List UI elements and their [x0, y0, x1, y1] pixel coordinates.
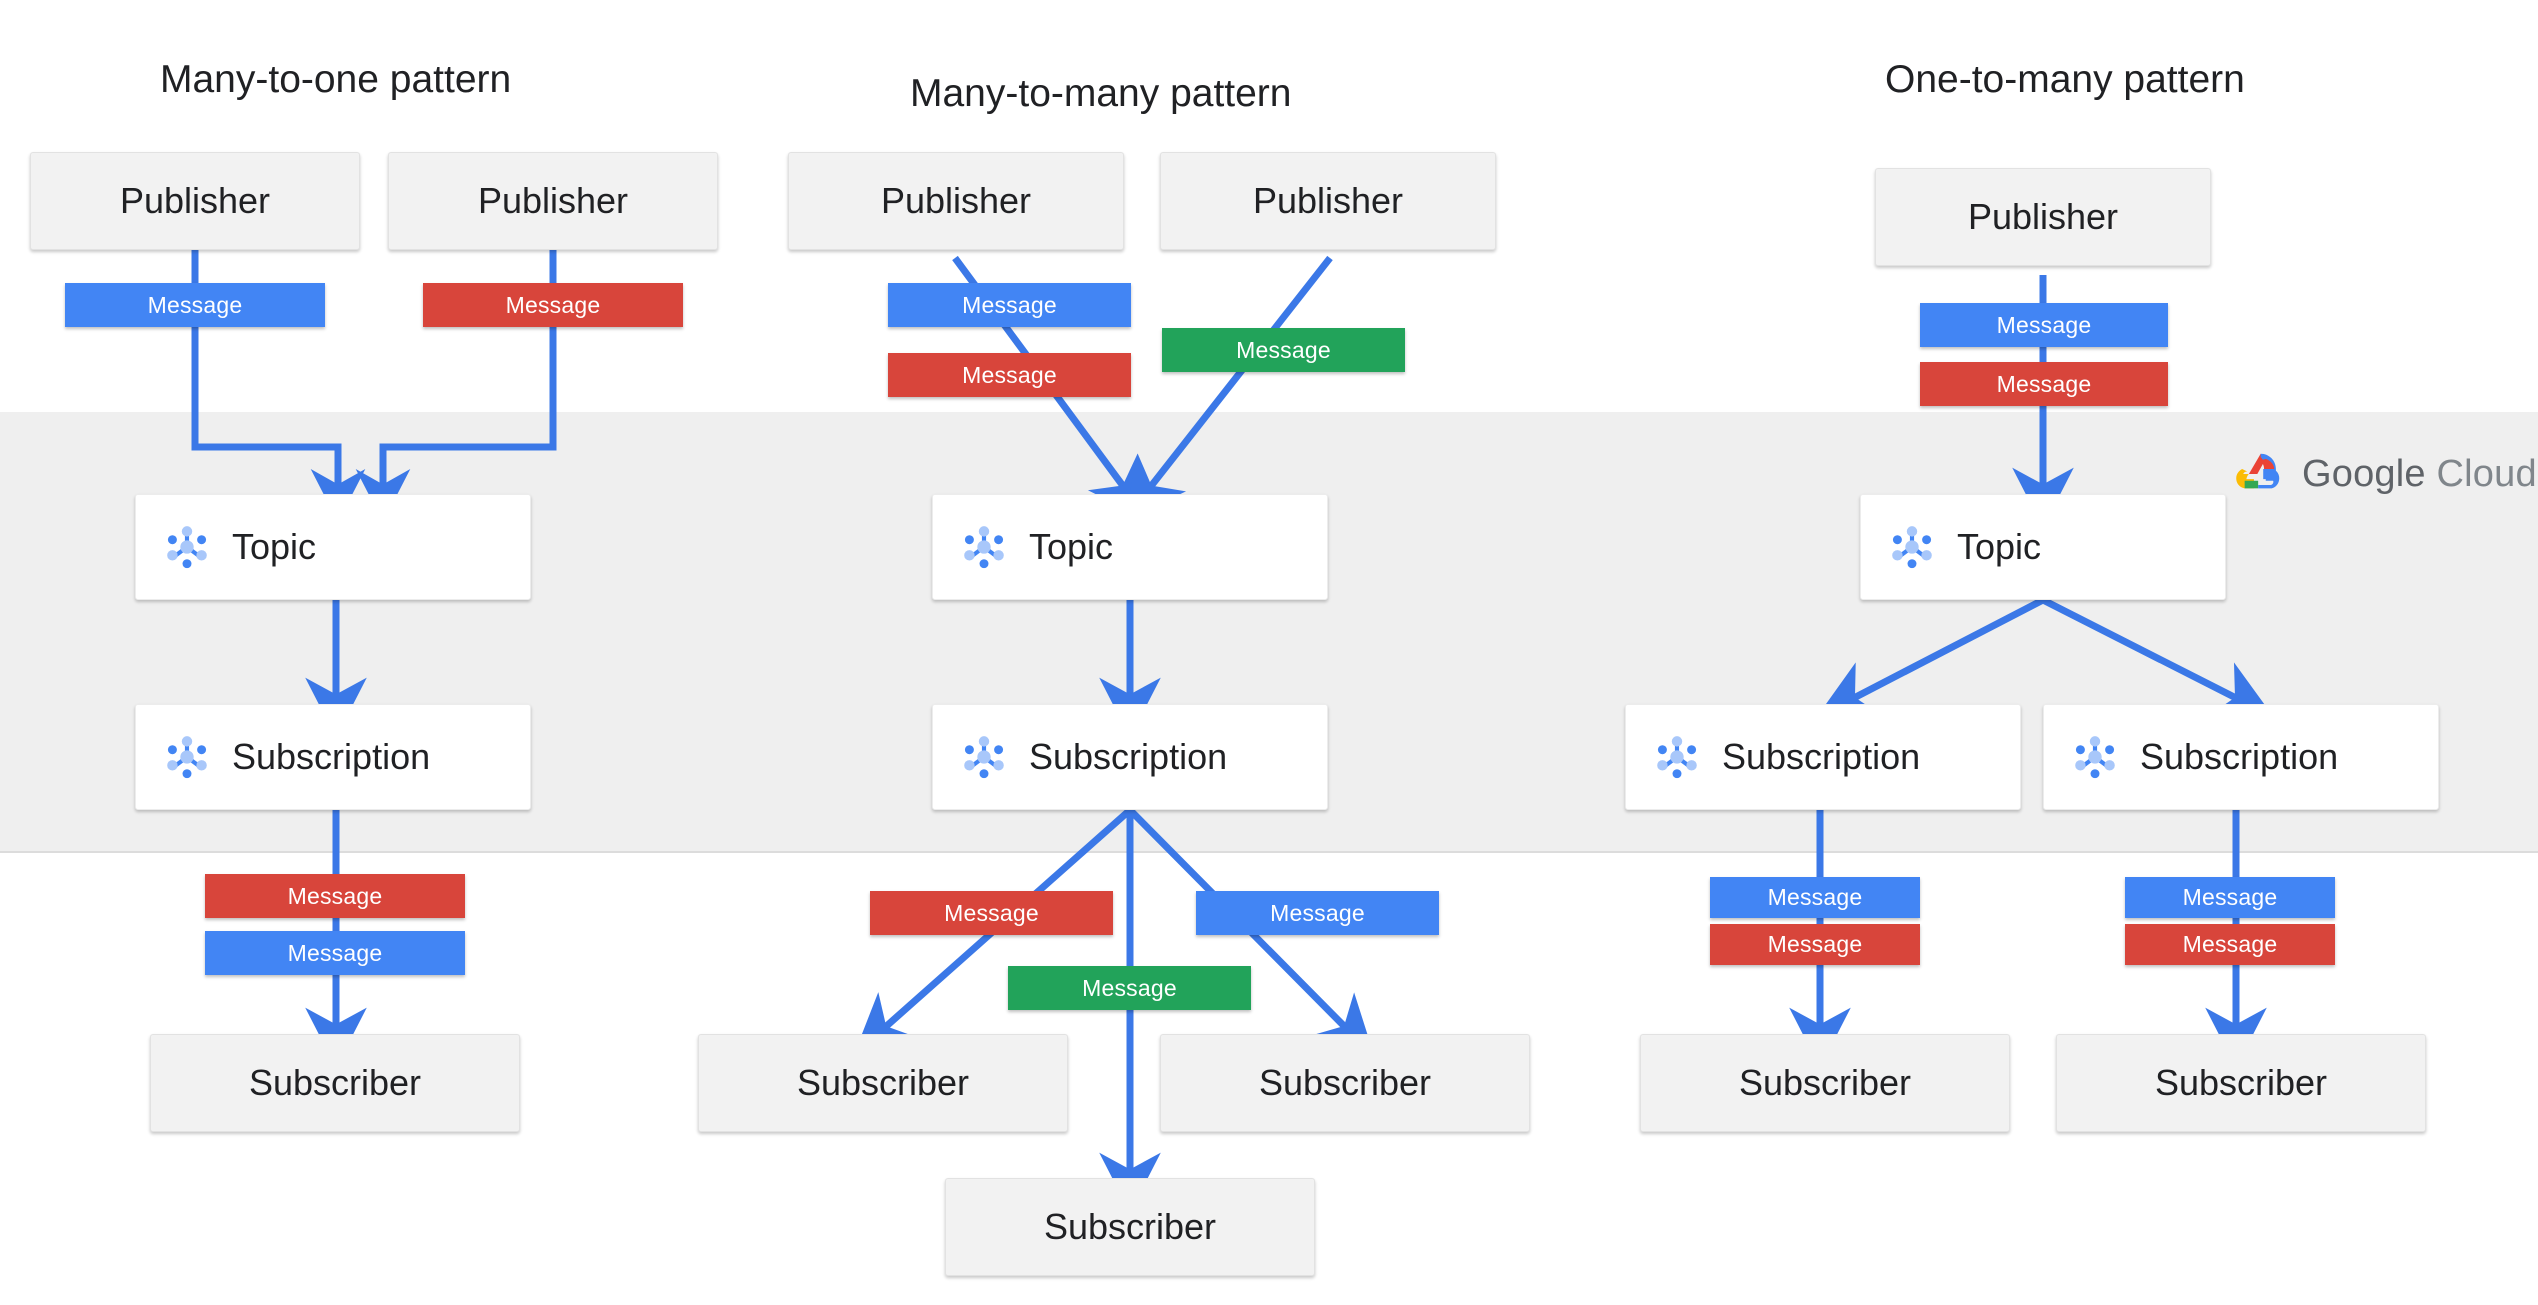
publisher-box[interactable]: Publisher	[788, 152, 1124, 250]
message-chip[interactable]: Message	[888, 353, 1131, 397]
node-label: Publisher	[477, 180, 629, 221]
subscriber-box[interactable]: Subscriber	[1640, 1034, 2010, 1132]
message-label: Message	[1767, 931, 1863, 957]
subscription-box[interactable]: Subscription	[135, 704, 531, 810]
message-chip[interactable]: Message	[205, 931, 465, 975]
node-label: Publisher	[880, 180, 1032, 221]
subscriber-box[interactable]: Subscriber	[2056, 1034, 2426, 1132]
pattern-title-many-to-one: Many-to-one pattern	[160, 58, 512, 101]
message-label: Message	[2182, 884, 2278, 910]
subscriber-box[interactable]: Subscriber	[150, 1034, 520, 1132]
node-label: Topic	[1957, 526, 2042, 567]
pubsub-subscription-icon	[1657, 736, 1697, 779]
pubsub-subscription-icon	[964, 736, 1004, 779]
message-chip[interactable]: Message	[1710, 877, 1920, 918]
message-chip[interactable]: Message	[1196, 891, 1439, 935]
google-cloud-logo-text: Google Cloud	[2302, 453, 2537, 496]
publisher-box[interactable]: Publisher	[388, 152, 718, 250]
message-label: Message	[287, 939, 383, 966]
node-label: Subscriber	[1043, 1206, 1217, 1247]
node-label: Subscription	[1722, 736, 1921, 777]
message-label: Message	[1996, 311, 2092, 338]
node-label: Subscriber	[248, 1062, 422, 1103]
node-label: Topic	[1029, 526, 1114, 567]
pubsub-subscription-icon	[2075, 736, 2115, 779]
google-cloud-logo-icon	[2236, 453, 2280, 489]
node-label: Publisher	[1967, 196, 2119, 237]
message-chip[interactable]: Message	[2125, 877, 2335, 918]
node-label: Subscriber	[1738, 1062, 1912, 1103]
message-label: Message	[944, 899, 1039, 926]
google-cloud-logo: Google Cloud	[2232, 447, 2537, 501]
message-label: Message	[2182, 931, 2278, 957]
message-chip[interactable]: Message	[870, 891, 1113, 935]
publisher-box[interactable]: Publisher	[1160, 152, 1496, 250]
node-label: Subscription	[2140, 736, 2339, 777]
message-label: Message	[1236, 336, 1331, 363]
subscriber-box[interactable]: Subscriber	[945, 1178, 1315, 1276]
pubsub-topic-icon	[1892, 526, 1932, 569]
node-label: Subscription	[232, 736, 431, 777]
node-label: Subscriber	[2154, 1062, 2328, 1103]
pattern-title-one-to-many: One-to-many pattern	[1885, 58, 2245, 101]
topic-box[interactable]: Topic	[932, 494, 1328, 600]
message-chip[interactable]: Message	[1920, 362, 2168, 406]
message-label: Message	[962, 291, 1057, 318]
message-chip[interactable]: Message	[1162, 328, 1405, 372]
subscription-box[interactable]: Subscription	[2043, 704, 2439, 810]
node-label: Subscriber	[1258, 1062, 1432, 1103]
publisher-box[interactable]: Publisher	[30, 152, 360, 250]
message-label: Message	[287, 882, 383, 909]
subscriber-box[interactable]: Subscriber	[1160, 1034, 1530, 1132]
message-label: Message	[1082, 974, 1177, 1001]
node-label: Publisher	[1252, 180, 1404, 221]
pubsub-subscription-icon	[167, 736, 207, 779]
node-label: Subscriber	[796, 1062, 970, 1103]
message-label: Message	[1996, 370, 2092, 397]
message-label: Message	[1270, 899, 1365, 926]
subscription-box[interactable]: Subscription	[1625, 704, 2021, 810]
message-label: Message	[1767, 884, 1863, 910]
message-label: Message	[147, 291, 243, 318]
brand-cloud: Cloud	[2436, 452, 2537, 495]
message-chip[interactable]: Message	[888, 283, 1131, 327]
topic-box[interactable]: Topic	[1860, 494, 2226, 600]
brand-google: Google	[2302, 452, 2426, 495]
node-label: Subscription	[1029, 736, 1228, 777]
pubsub-topic-icon	[964, 526, 1004, 569]
message-chip[interactable]: Message	[1008, 966, 1251, 1010]
topic-box[interactable]: Topic	[135, 494, 531, 600]
pubsub-topic-icon	[167, 526, 207, 569]
message-chip[interactable]: Message	[2125, 924, 2335, 965]
message-chip[interactable]: Message	[205, 874, 465, 918]
node-label: Publisher	[119, 180, 271, 221]
publisher-box[interactable]: Publisher	[1875, 168, 2211, 266]
message-label: Message	[962, 361, 1057, 388]
message-chip[interactable]: Message	[423, 283, 683, 327]
node-label: Topic	[232, 526, 317, 567]
message-chip[interactable]: Message	[1710, 924, 1920, 965]
message-chip[interactable]: Message	[65, 283, 325, 327]
message-chip[interactable]: Message	[1920, 303, 2168, 347]
pattern-title-many-to-many: Many-to-many pattern	[910, 72, 1292, 115]
subscriber-box[interactable]: Subscriber	[698, 1034, 1068, 1132]
subscription-box[interactable]: Subscription	[932, 704, 1328, 810]
message-label: Message	[505, 291, 601, 318]
